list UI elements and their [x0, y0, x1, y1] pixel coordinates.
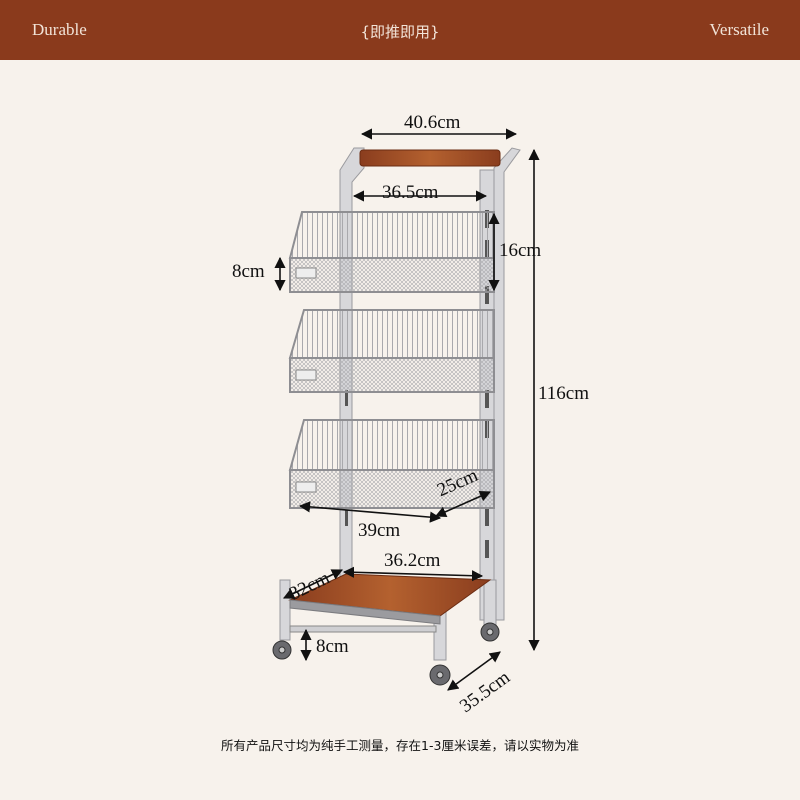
dim-basket-width: 39cm: [358, 520, 401, 541]
header-right-text: Versatile: [709, 20, 769, 39]
dim-top-width: 40.6cm: [404, 112, 461, 133]
header-left-text: Durable: [32, 20, 87, 39]
dim-basket-depth: 8cm: [232, 261, 265, 282]
basket-top: [288, 211, 495, 293]
wooden-handle: [359, 149, 501, 167]
header-center-text: {即推即用}: [360, 23, 440, 41]
dim-basket-spacing: 16cm: [499, 240, 542, 261]
dimension-lines: [274, 128, 540, 691]
basket-bottom: [288, 419, 495, 509]
dim-inner-width: 36.5cm: [382, 182, 439, 203]
footer-note: 所有产品尺寸均为纯手工测量，存在1-3厘米误差，请以实物为准: [221, 738, 579, 753]
basket-middle: [288, 309, 495, 393]
caster-wheels: [272, 622, 500, 686]
dim-base-clearance: 8cm: [316, 636, 349, 657]
header-banner: Durable {即推即用} Versatile: [0, 0, 800, 60]
dim-base-width: 36.2cm: [384, 550, 441, 571]
dim-total-height: 116cm: [538, 383, 590, 404]
